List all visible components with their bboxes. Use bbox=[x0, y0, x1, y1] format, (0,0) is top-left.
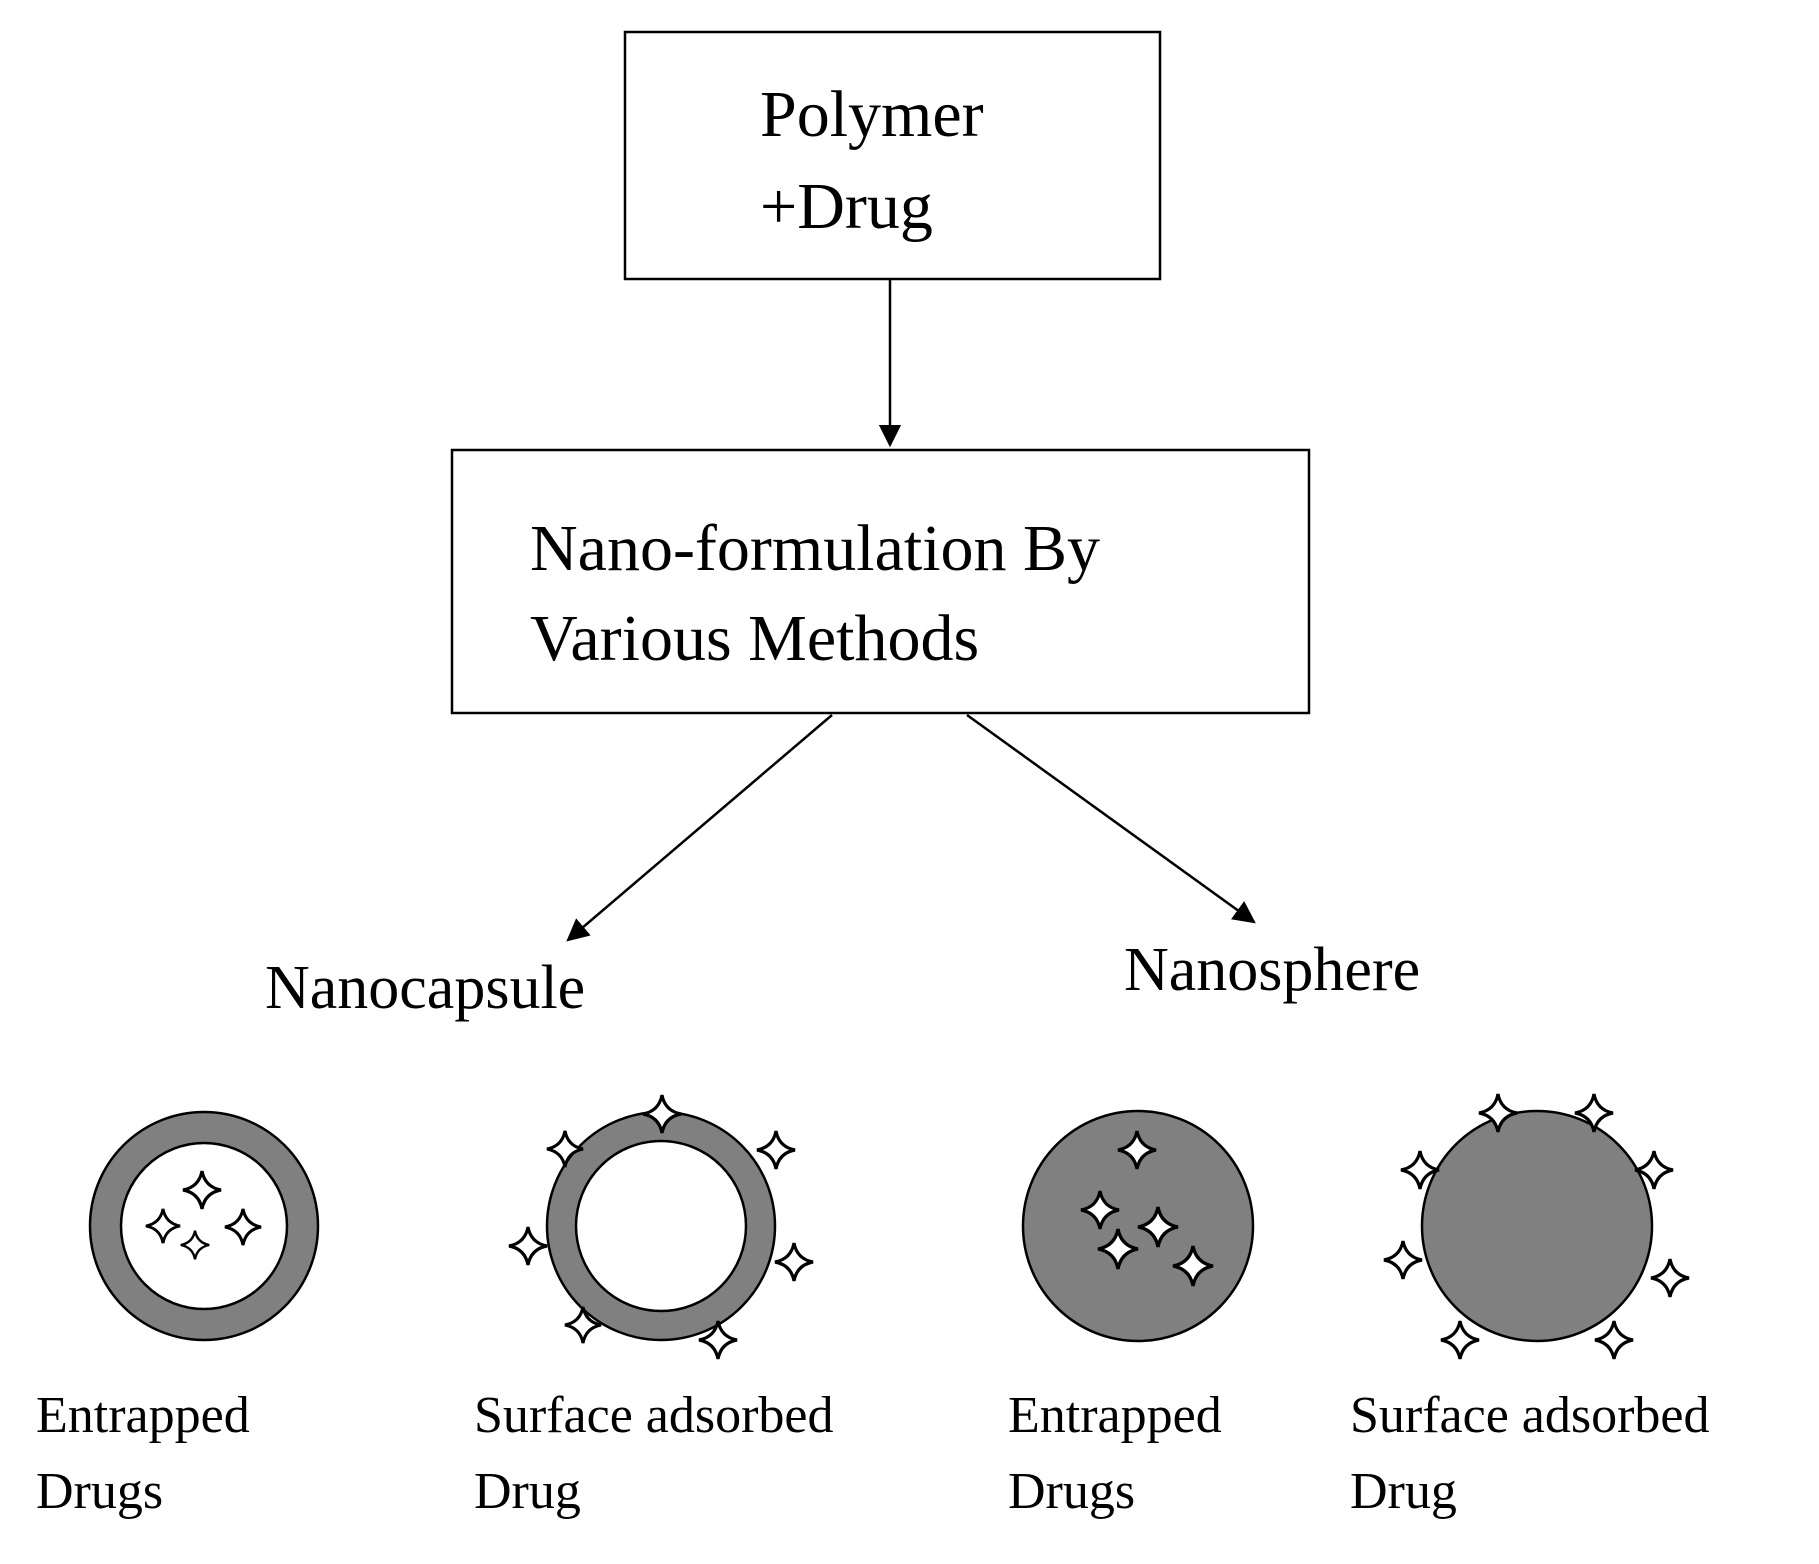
nanocapsule-entrapped-figure bbox=[88, 1110, 320, 1342]
caption-line1: Surface adsorbed bbox=[474, 1387, 834, 1444]
nanocapsule-surface-figure bbox=[508, 1094, 814, 1360]
nanosphere-title: Nanosphere bbox=[1124, 936, 1420, 1004]
polymer-drug-line1: Polymer bbox=[760, 78, 984, 151]
drug-star-icon bbox=[508, 1226, 548, 1266]
polymer-drug-box: Polymer +Drug bbox=[623, 30, 1162, 281]
caption-nanosphere-surface: Surface adsorbed Drug bbox=[1350, 1387, 1710, 1520]
nano-formulation-box: Nano-formulation By Various Methods bbox=[450, 448, 1311, 715]
caption-line1: Entrapped bbox=[1008, 1387, 1222, 1444]
nanocapsule-title: Nanocapsule bbox=[265, 954, 585, 1022]
caption-line2: Drugs bbox=[1008, 1463, 1135, 1520]
arrow-to-nanocapsule bbox=[566, 714, 833, 942]
drug-star-icon bbox=[1440, 1320, 1480, 1360]
drug-star-icon bbox=[1650, 1258, 1690, 1298]
caption-line1: Entrapped bbox=[36, 1387, 250, 1444]
drug-star-icon bbox=[1383, 1240, 1423, 1280]
arrow-to-nanosphere bbox=[966, 713, 1256, 924]
nano-formulation-line1: Nano-formulation By bbox=[530, 512, 1100, 585]
nano-formulation-line2: Various Methods bbox=[530, 602, 979, 675]
caption-line2: Drug bbox=[474, 1463, 581, 1520]
caption-line2: Drugs bbox=[36, 1463, 163, 1520]
polymer-drug-line2: +Drug bbox=[760, 170, 933, 243]
drug-star-icon bbox=[756, 1130, 796, 1170]
caption-nanocapsule-surface: Surface adsorbed Drug bbox=[474, 1387, 834, 1520]
caption-line1: Surface adsorbed bbox=[1350, 1387, 1710, 1444]
caption-nanosphere-entrapped: Entrapped Drugs bbox=[1008, 1387, 1222, 1520]
caption-line2: Drug bbox=[1350, 1463, 1457, 1520]
drug-star-icon bbox=[774, 1242, 814, 1282]
nanosphere-surface-figure bbox=[1383, 1093, 1690, 1360]
nanosphere-entrapped-figure bbox=[1021, 1109, 1255, 1343]
drug-star-icon bbox=[1594, 1320, 1634, 1360]
caption-nanocapsule-entrapped: Entrapped Drugs bbox=[36, 1387, 250, 1520]
